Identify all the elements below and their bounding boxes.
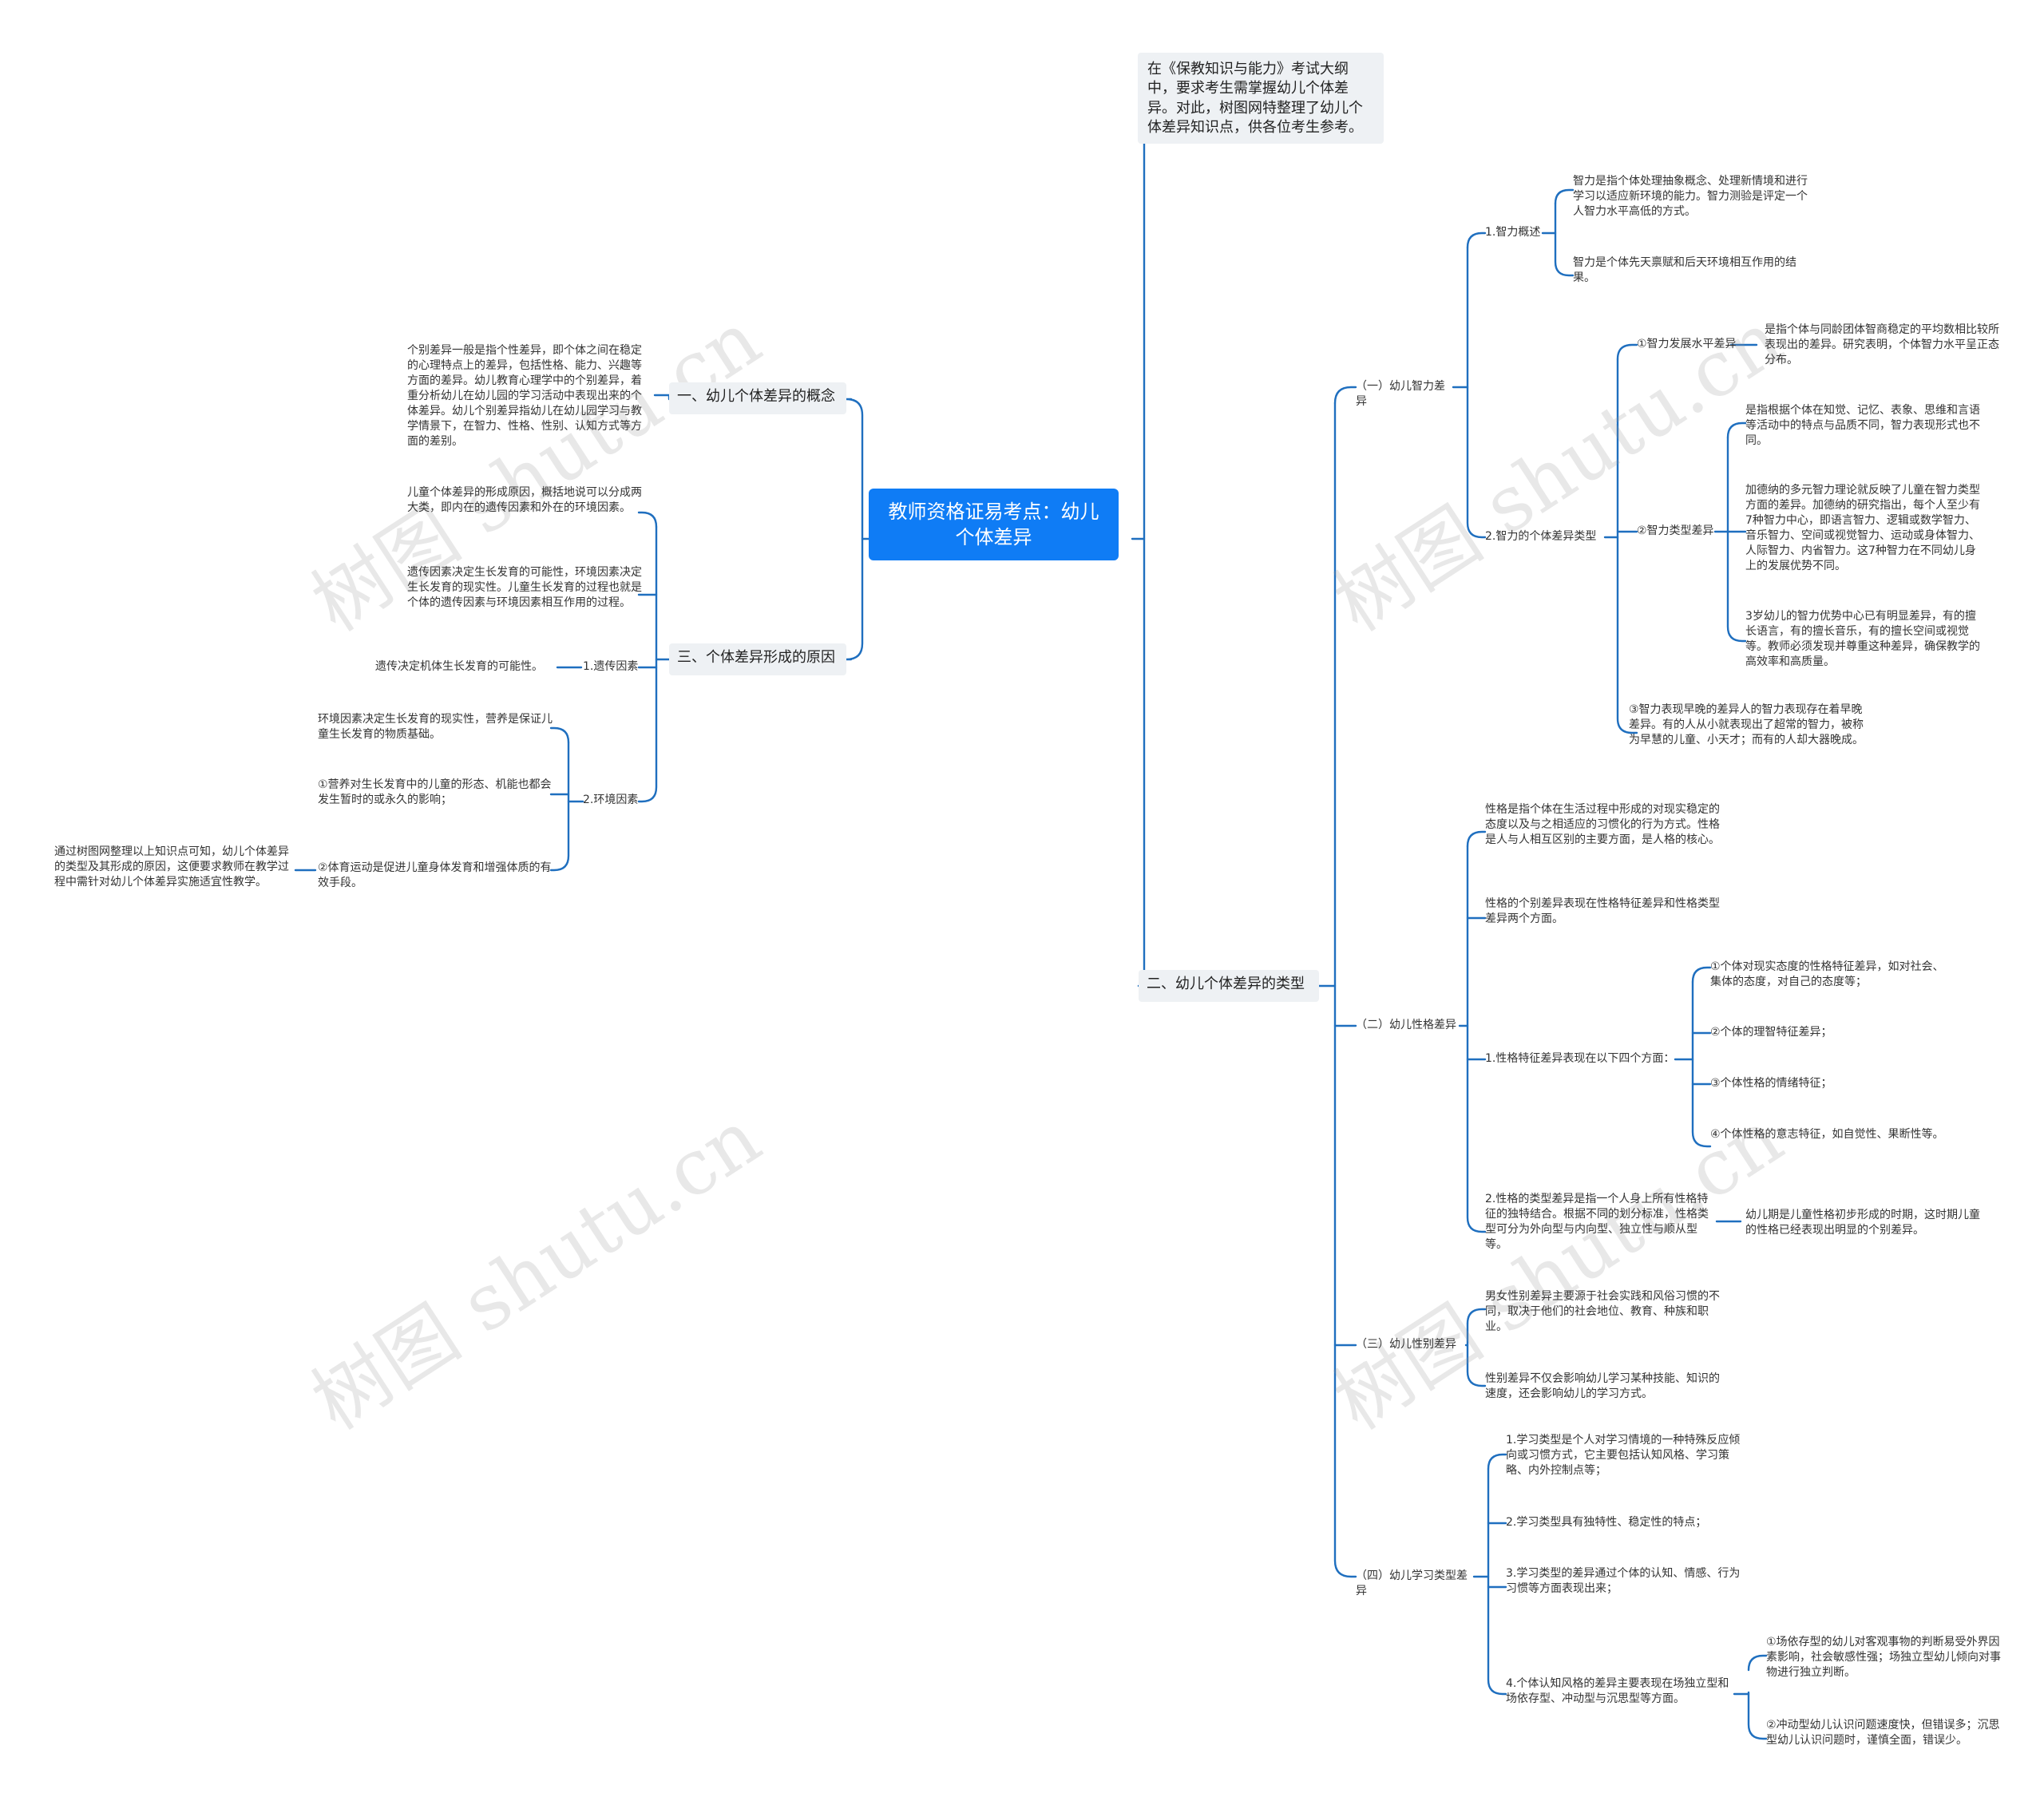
intel-early-text: ③智力表现早晚的差异人的智力表现存在着早晚差异。有的人从小就表现出了超常的智力，… [1629, 703, 1864, 747]
intro-node[interactable]: 在《保教知识与能力》考试大纲中，要求考生需掌握幼儿个体差异。对此，树图网特整理了… [1138, 53, 1384, 144]
character-traits-node[interactable]: 1.性格特征差异表现在以下四个方面： [1485, 1052, 1675, 1065]
character-trait-1: ①个体对现实态度的性格特征差异，如对社会、集体的态度，对自己的态度等； [1710, 960, 1944, 989]
character-kinds-node[interactable]: 2.性格的类型差异是指一个人身上所有性格特征的独特结合。根据不同的划分标准，性格… [1485, 1193, 1709, 1252]
concept-text: 个别差异一般是指个性差异，即个体之间在稳定的心理特点上的差异，包括性格、能力、兴… [407, 344, 642, 449]
types-label: 二、幼儿个体差异的类型 [1147, 976, 1305, 992]
causes-label: 三、个体差异形成的原因 [677, 649, 835, 666]
intel-level-text: 是指个体与同龄团体智商稳定的平均数相比较所表现出的差异。研究表明，个体智力水平呈… [1765, 323, 1999, 367]
intel-kind-text-1: 是指根据个体在知觉、记忆、表象、思维和言语等活动中的特点与品质不同，智力表现形式… [1745, 404, 1980, 448]
character-trait-2: ②个体的理智特征差异； [1710, 1026, 1832, 1039]
causes-node[interactable]: 三、个体差异形成的原因 [669, 643, 846, 675]
gender-text-1: 男女性别差异主要源于社会实践和风俗习惯的不同，取决于他们的社会地位、教育、种族和… [1485, 1290, 1720, 1334]
learning-style-2: ②冲动型幼儿认识问题速度快，但错误多；沉思型幼儿认识问题时，谨慎全面，错误少。 [1766, 1719, 2000, 1747]
causes-text-2: 遗传因素决定生长发育的可能性，环境因素决定生长发育的现实性。儿童生长发育的过程也… [407, 566, 642, 610]
character-text-1: 性格是指个体在生活过程中形成的对现实稳定的态度以及与之相适应的习惯化的行为方式。… [1485, 803, 1720, 847]
character-trait-4: ④个体性格的意志特征，如自觉性、果断性等。 [1710, 1128, 1944, 1141]
environment-node[interactable]: 2.环境因素 [583, 794, 639, 806]
root-node[interactable]: 教师资格证易考点：幼儿个体差异 [869, 489, 1119, 560]
intro-text: 在《保教知识与能力》考试大纲中，要求考生需掌握幼儿个体差异。对此，树图网特整理了… [1147, 61, 1363, 137]
heredity-node[interactable]: 1.遗传因素 [583, 660, 639, 673]
root-title: 教师资格证易考点：幼儿个体差异 [888, 500, 1099, 548]
learning-styles-node[interactable]: 4.个体认知风格的差异主要表现在场独立型和场依存型、冲动型与沉思型等方面。 [1506, 1677, 1729, 1706]
learning-text-1: 1.学习类型是个人对学习情境的一种特殊反应倾向或习惯方式，它主要包括认知风格、学… [1506, 1434, 1741, 1478]
intel-types-node[interactable]: 2.智力的个体差异类型 [1485, 530, 1597, 543]
intel-node[interactable]: （一）幼儿智力差异 [1356, 380, 1445, 409]
intel-overview-node[interactable]: 1.智力概述 [1485, 226, 1541, 239]
heredity-text: 遗传决定机体生长发育的可能性。 [375, 660, 543, 673]
learning-style-1: ①场依存型的幼儿对客观事物的判断易受外界因素影响，社会敏感性强；场独立型幼儿倾向… [1766, 1636, 2001, 1680]
learning-node[interactable]: （四）幼儿学习类型差异 [1356, 1569, 1468, 1598]
environment-text-2: ①营养对生长发育中的儿童的形态、机能也都会发生暂时的或永久的影响； [318, 778, 552, 807]
causes-text-1: 儿童个体差异的形成原因，概括地说可以分成两大类，即内在的遗传因素和外在的环境因素… [407, 486, 642, 515]
intel-kind-text-2: 加德纳的多元智力理论就反映了儿童在智力类型方面的差异。加德纳的研究指出，每个人至… [1745, 484, 1980, 573]
character-node[interactable]: （二）幼儿性格差异 [1356, 1019, 1456, 1031]
types-node[interactable]: 二、幼儿个体差异的类型 [1139, 970, 1319, 1002]
character-kinds-note: 幼儿期是儿童性格初步形成的时期，这时期儿童的性格已经表现出明显的个别差异。 [1745, 1209, 1980, 1237]
intel-kind-node[interactable]: ②智力类型差异 [1637, 524, 1714, 537]
concept-label: 一、幼儿个体差异的概念 [677, 388, 835, 405]
gender-node[interactable]: （三）幼儿性别差异 [1356, 1338, 1456, 1351]
intel-level-node[interactable]: ①智力发展水平差异 [1637, 338, 1737, 350]
environment-text-3: ②体育运动是促进儿童身体发育和增强体质的有效手段。 [318, 861, 552, 890]
intel-overview-text-1: 智力是指个体处理抽象概念、处理新情境和进行学习以适应新环境的能力。智力测验是评定… [1573, 175, 1808, 219]
gender-text-2: 性别差异不仅会影响幼儿学习某种技能、知识的速度，还会影响幼儿的学习方式。 [1485, 1372, 1720, 1401]
character-trait-3: ③个体性格的情绪特征； [1710, 1077, 1832, 1090]
learning-text-2: 2.学习类型具有独特性、稳定性的特点； [1506, 1516, 1707, 1529]
concept-node[interactable]: 一、幼儿个体差异的概念 [669, 382, 846, 414]
intel-overview-text-2: 智力是个体先天禀赋和后天环境相互作用的结果。 [1573, 256, 1796, 285]
intel-kind-text-3: 3岁幼儿的智力优势中心已有明显差异，有的擅长语言，有的擅长音乐，有的擅长空间或视… [1745, 610, 1980, 669]
environment-text-1: 环境因素决定生长发育的现实性，营养是保证儿童生长发育的物质基础。 [318, 713, 553, 742]
learning-text-3: 3.学习类型的差异通过个体的认知、情感、行为习惯等方面表现出来； [1506, 1567, 1741, 1596]
character-text-2: 性格的个别差异表现在性格特征差异和性格类型差异两个方面。 [1485, 897, 1720, 926]
conclusion-text: 通过树图网整理以上知识点可知，幼儿个体差异的类型及其形成的原因，这便要求教师在教… [54, 845, 289, 889]
